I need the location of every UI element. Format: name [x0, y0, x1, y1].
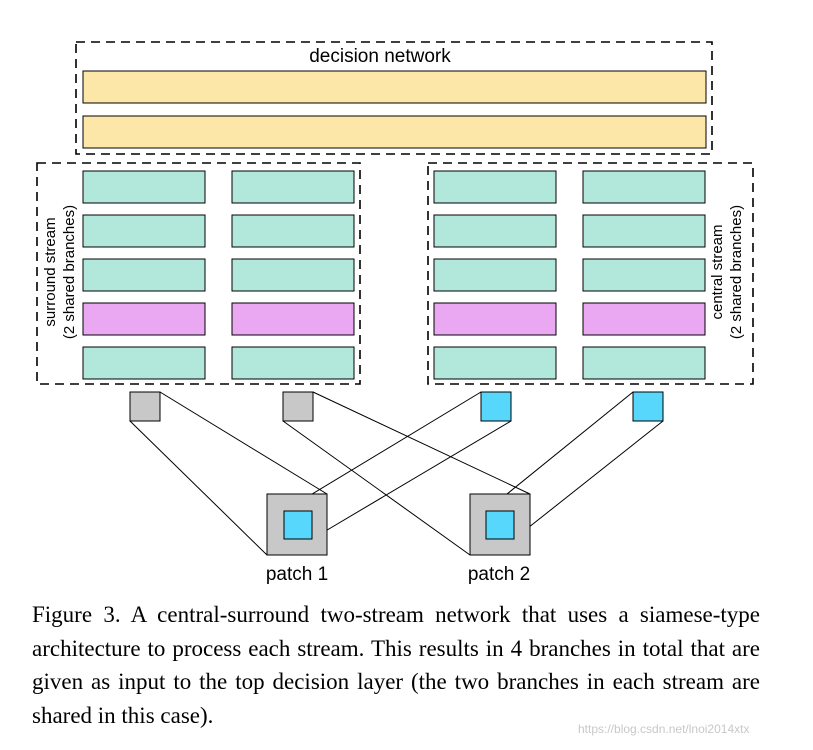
patch-1-center	[283, 510, 313, 540]
conv-layer	[82, 214, 206, 248]
pool-layer	[231, 302, 355, 336]
conv-layer	[433, 258, 557, 292]
conv-layer	[231, 214, 355, 248]
surround-branch-2	[231, 170, 355, 380]
conv-layer	[582, 170, 706, 204]
conv-layer	[582, 258, 706, 292]
central-input-square-2	[632, 391, 664, 422]
conv-layer	[231, 346, 355, 380]
central-stream-box	[427, 162, 754, 385]
central-branch-2	[582, 170, 706, 380]
conv-layer	[82, 170, 206, 204]
pool-layer	[82, 302, 206, 336]
decision-fc-layer-2	[82, 115, 707, 149]
central-stream-label-line1: central stream	[709, 224, 726, 319]
central-branch-1	[433, 170, 557, 380]
pool-layer	[582, 302, 706, 336]
conv-layer	[231, 170, 355, 204]
surround-input-square-1	[129, 391, 161, 422]
decision-network-label: decision network	[309, 46, 451, 67]
surround-input-square-2	[282, 391, 314, 422]
conv-layer	[582, 214, 706, 248]
conv-layer	[582, 346, 706, 380]
conv-layer	[82, 258, 206, 292]
conv-layer	[433, 346, 557, 380]
surround-stream-label-line1: surround stream	[42, 217, 59, 326]
patch-1-label: patch 1	[266, 564, 328, 585]
surround-stream-box	[36, 162, 361, 385]
patch-2-center	[485, 510, 515, 540]
conv-layer	[82, 346, 206, 380]
conv-layer	[433, 214, 557, 248]
pool-layer	[433, 302, 557, 336]
architecture-diagram: decision network surround stream (2 shar…	[36, 41, 754, 585]
decision-network-box	[75, 41, 713, 155]
conv-layer	[231, 258, 355, 292]
surround-branch-1	[82, 170, 206, 380]
figure-caption: Figure 3. A central-surround two-stream …	[32, 602, 760, 728]
watermark: https://blog.csdn.net/lnoi2014xtx	[578, 722, 750, 736]
central-stream-label-line2: (2 shared branches)	[728, 205, 745, 339]
surround-stream-label-line2: (2 shared branches)	[61, 205, 78, 339]
conv-layer	[433, 170, 557, 204]
patch-2-label: patch 2	[468, 564, 530, 585]
central-input-square-1	[480, 391, 512, 422]
connection-lines	[129, 391, 664, 556]
decision-fc-layer-1	[82, 70, 707, 104]
